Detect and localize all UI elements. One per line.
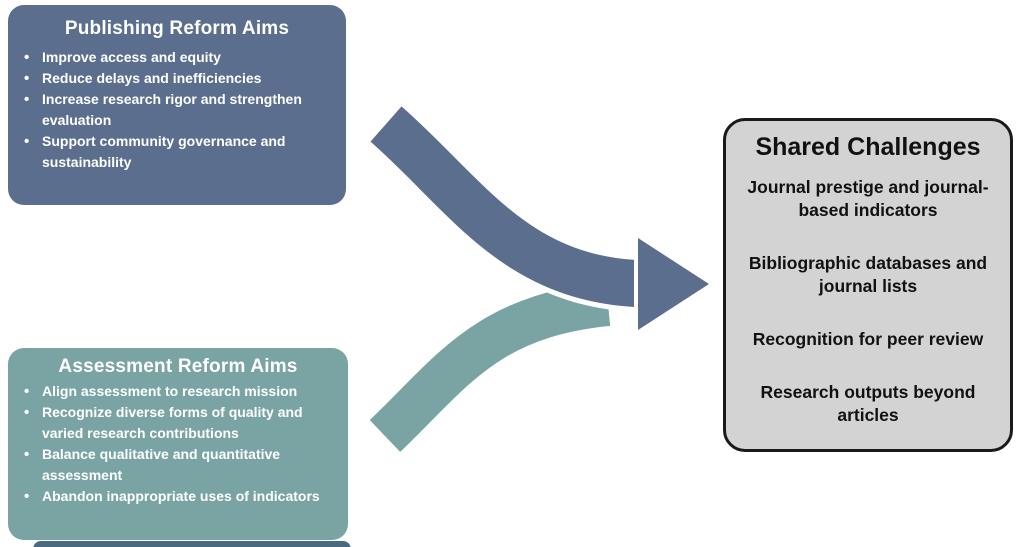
challenge-item: Journal prestige and journal-based indic…: [747, 176, 989, 221]
challenge-item: Recognition for peer review: [752, 329, 984, 349]
challenge-item: Research outputs beyond articles: [760, 381, 976, 426]
challenge-item: Bibliographic databases and journal list…: [748, 252, 988, 297]
publishing-arrow: [370, 106, 649, 308]
assessment-reform-box: Assessment Reform Aims Align assessment …: [8, 348, 348, 540]
assessment-reform-title: Assessment Reform Aims: [58, 356, 298, 377]
assessment-reform-list: Align assessment to research mission Rec…: [8, 381, 348, 507]
list-item: Align assessment to research mission: [8, 381, 342, 402]
list-item: Increase research rigor and strengthen e…: [8, 89, 340, 131]
arrow-separator-outline: [367, 102, 650, 313]
list-item: Improve access and equity: [8, 47, 340, 68]
assessment-arrow: [369, 282, 611, 452]
shared-challenges-title: Shared Challenges: [755, 133, 981, 161]
list-item: Reduce delays and inefficiencies: [8, 68, 340, 89]
list-item: Balance qualitative and quantitative ass…: [8, 444, 342, 486]
publishing-reform-title: Publishing Reform Aims: [64, 18, 290, 39]
arrowhead: [638, 238, 709, 330]
list-item: Support community governance and sustain…: [8, 131, 340, 173]
publishing-reform-box: Publishing Reform Aims Improve access an…: [8, 5, 346, 205]
shared-challenges-box: Shared Challenges Journal prestige and j…: [723, 118, 1013, 452]
list-item: Recognize diverse forms of quality and v…: [8, 402, 342, 444]
arrowhead-outline: [634, 230, 717, 338]
partial-bottom-box: [33, 541, 351, 547]
publishing-reform-list: Improve access and equity Reduce delays …: [8, 47, 346, 173]
list-item: Abandon inappropriate uses of indicators: [8, 486, 342, 507]
